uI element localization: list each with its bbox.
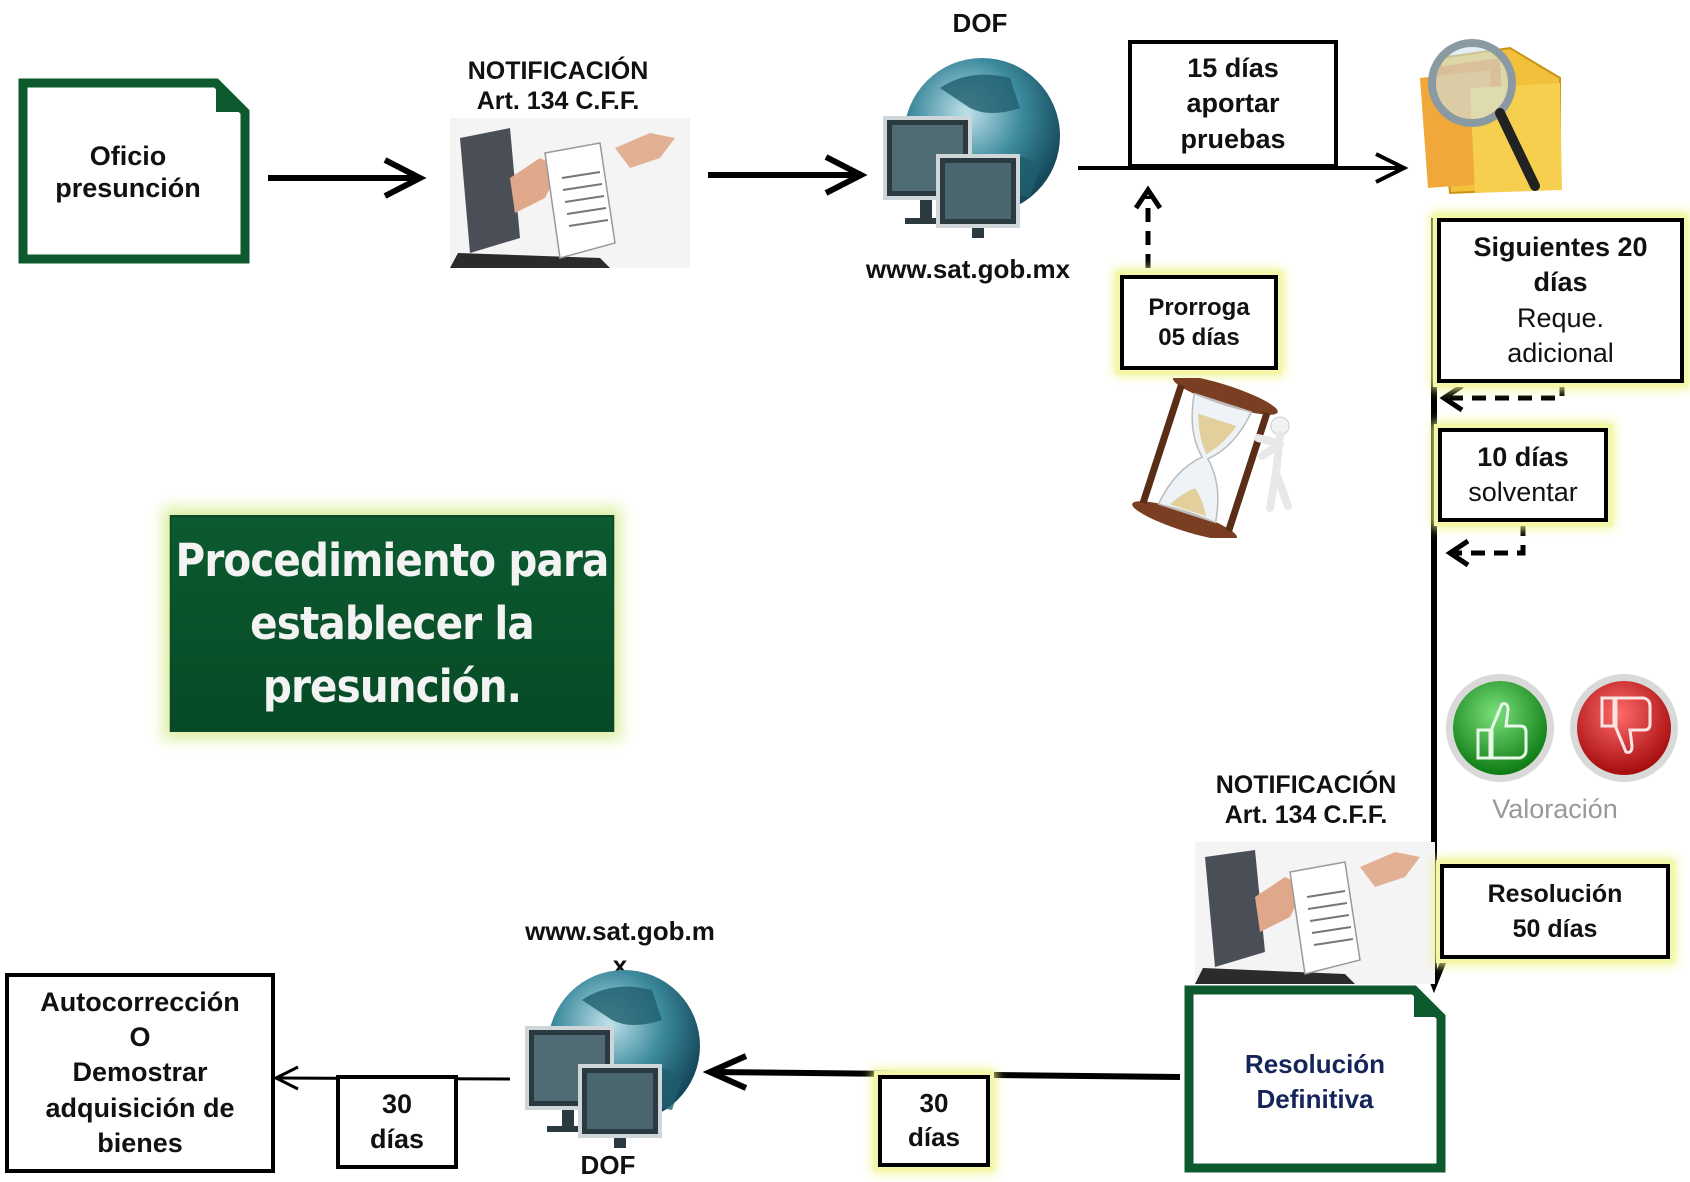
dias30-left-label: 30 días [369,1088,425,1154]
dias30-right-label: 30 días [907,1088,961,1152]
solventar-sub: solventar [1468,477,1578,507]
document-icon [18,78,250,264]
prorroga-label: Prorroga 05 días [1148,293,1250,351]
autocorreccion-label: Autocorrección O Demostrar adquisición d… [40,987,240,1158]
pruebas-label: 15 días aportar pruebas [1180,53,1286,154]
siguientes-sub: Reque. adicional [1507,302,1614,368]
handover-document-icon-bottom [1195,842,1435,984]
url-label-bottom: www.sat.gob.m x [525,916,715,980]
thumbs-down-icon [1568,672,1680,784]
page-title: Procedimiento para establecer la presunc… [175,534,610,713]
notificacion-label-bottom: NOTIFICACIÓN Art. 134 C.F.F. [1215,771,1397,829]
solventar-box: 10 días solventar [1438,428,1608,522]
resolucion-50-label: Resolución 50 días [1487,879,1623,943]
arrow-prorroga-up [1133,185,1163,268]
oficio-document: Oficio presunción [18,78,250,264]
arrow-dof-to-folder [1078,152,1409,184]
thumbs-up-icon [1444,672,1556,784]
dias30-left-box: 30 días [336,1075,458,1169]
hourglass-icon [1130,378,1300,538]
globe-computers-icon [525,970,700,1148]
resolucion-definitiva-document: Resolución Definitiva [1184,985,1446,1173]
resolucion-definitiva-label: Resolución Definitiva [1244,1049,1386,1115]
arrow-resolucion-to-dof [702,1053,1181,1091]
pruebas-box: 15 días aportar pruebas [1128,40,1338,168]
autocorreccion-box: Autocorrección O Demostrar adquisición d… [5,973,275,1173]
arrow-oficio-to-notificacion [268,157,427,199]
siguientes-head: Siguientes 20 días [1473,232,1648,298]
globe-computers-icon-bottom [522,960,702,1152]
globe-computers-icon-top [880,48,1060,243]
solventar-head: 10 días [1477,441,1569,472]
notificacion-label-top: NOTIFICACIÓN Art. 134 C.F.F. [467,57,649,115]
dashed-return-1 [1439,382,1565,413]
dias30-right-box: 30 días [878,1075,990,1167]
dof-label-bottom: DOF [580,1150,636,1180]
oficio-label: Oficio presunción [55,141,201,204]
dof-label-top: DOF [952,8,1008,38]
title-box: Procedimiento para establecer la presunc… [169,515,615,732]
handover-document-icon [450,118,690,268]
valoracion-label: Valoración [1492,794,1618,824]
siguientes-box: Siguientes 20 días Reque. adicional [1437,218,1684,383]
arrow-notificacion-to-dof [708,154,868,196]
dashed-return-2 [1445,522,1526,568]
prorroga-box: Prorroga 05 días [1120,275,1278,370]
globe-computers-icon [883,58,1060,238]
document-icon [1184,985,1446,1173]
resolucion-50-box: Resolución 50 días [1440,864,1670,959]
folder-magnifier-icon [1410,28,1580,203]
url-label-top: www.sat.gob.mx [865,254,1071,284]
